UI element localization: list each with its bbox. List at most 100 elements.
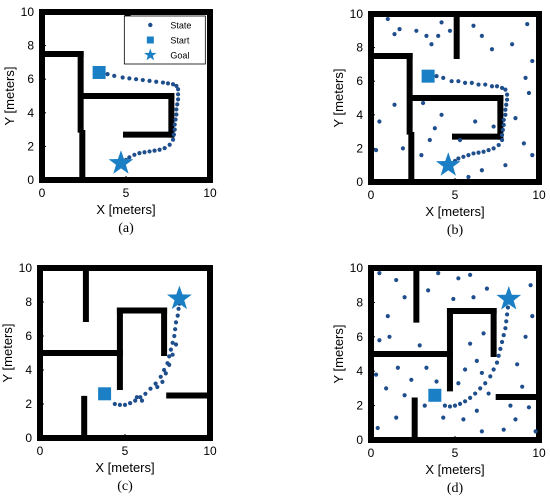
state-point bbox=[147, 149, 152, 154]
state-point bbox=[456, 156, 461, 161]
y-tick-label: 2 bbox=[25, 397, 32, 411]
legend-label: Start bbox=[170, 36, 190, 46]
state-point bbox=[476, 82, 481, 87]
goal-marker bbox=[108, 150, 134, 174]
state-point bbox=[513, 417, 518, 422]
state-point bbox=[133, 398, 138, 403]
state-point bbox=[478, 386, 483, 391]
state-point bbox=[469, 80, 474, 85]
state-point bbox=[373, 372, 379, 377]
panel-caption: (c) bbox=[117, 479, 133, 494]
state-point bbox=[494, 84, 500, 89]
state-point bbox=[142, 150, 147, 155]
state-point bbox=[447, 28, 453, 33]
y-tick-label: 10 bbox=[350, 7, 364, 21]
state-point bbox=[167, 142, 172, 147]
state-point bbox=[504, 92, 510, 97]
state-point bbox=[441, 415, 446, 420]
x-tick-label: 5 bbox=[122, 444, 129, 458]
state-point bbox=[521, 141, 526, 146]
state-point bbox=[402, 393, 407, 398]
state-point bbox=[162, 145, 167, 151]
state-point bbox=[173, 320, 179, 325]
state-point bbox=[503, 163, 508, 168]
state-point bbox=[419, 153, 424, 158]
y-tick-label: 4 bbox=[356, 364, 363, 378]
state-point bbox=[152, 148, 157, 153]
state-point bbox=[172, 127, 177, 132]
y-tick-label: 6 bbox=[27, 72, 34, 86]
state-point bbox=[504, 312, 510, 317]
state-point bbox=[462, 399, 468, 404]
state-point bbox=[420, 100, 426, 106]
y-axis-label: Y [meters] bbox=[0, 323, 15, 382]
y-tick-label: 4 bbox=[27, 106, 34, 120]
state-point bbox=[132, 152, 137, 157]
y-tick-label: 4 bbox=[356, 108, 363, 122]
state-point bbox=[479, 429, 484, 434]
state-point bbox=[451, 296, 456, 302]
y-axis-label: Y [meters] bbox=[331, 324, 346, 383]
x-axis-label: X [meters] bbox=[425, 204, 484, 219]
state-point bbox=[504, 97, 510, 102]
y-tick-label: 8 bbox=[25, 295, 32, 309]
x-axis-label: X [meters] bbox=[95, 460, 154, 475]
y-tick-label: 8 bbox=[356, 295, 363, 309]
state-point bbox=[501, 122, 506, 127]
state-point bbox=[139, 398, 145, 403]
state-point bbox=[510, 42, 515, 47]
state-point bbox=[491, 124, 496, 129]
x-tick-label: 0 bbox=[368, 446, 375, 460]
state-point bbox=[377, 338, 382, 343]
state-point bbox=[162, 367, 167, 373]
state-point bbox=[175, 97, 181, 102]
state-point bbox=[479, 168, 484, 173]
y-axis-label: Y [meters] bbox=[2, 66, 17, 125]
x-tick-label: 10 bbox=[203, 186, 217, 200]
state-point bbox=[452, 403, 458, 408]
state-point bbox=[172, 122, 177, 127]
legend-label: Goal bbox=[170, 51, 189, 61]
y-tick-label: 10 bbox=[19, 261, 33, 275]
state-point bbox=[499, 339, 505, 345]
state-point bbox=[432, 126, 437, 131]
state-point bbox=[503, 112, 508, 117]
state-point bbox=[520, 384, 525, 389]
state-point bbox=[120, 75, 125, 80]
y-tick-label: 8 bbox=[356, 41, 363, 55]
state-point bbox=[468, 395, 473, 400]
y-tick-label: 6 bbox=[25, 329, 32, 343]
state-point bbox=[395, 365, 400, 370]
legend-start-square bbox=[146, 36, 154, 44]
state-point bbox=[501, 117, 506, 122]
state-point bbox=[462, 367, 468, 372]
state-point bbox=[128, 401, 133, 406]
y-tick-label: 0 bbox=[27, 173, 34, 187]
state-point bbox=[439, 112, 444, 117]
state-point bbox=[499, 132, 505, 138]
state-point bbox=[160, 379, 165, 384]
state-point bbox=[175, 87, 181, 92]
state-point bbox=[486, 147, 491, 153]
state-point bbox=[503, 107, 508, 112]
y-axis-label: Y [meters] bbox=[331, 68, 346, 127]
state-point bbox=[483, 381, 488, 386]
state-point bbox=[481, 331, 486, 336]
state-point bbox=[491, 367, 496, 372]
y-tick-label: 2 bbox=[27, 139, 34, 153]
state-point bbox=[394, 277, 399, 283]
state-point bbox=[456, 276, 461, 281]
state-point bbox=[488, 374, 493, 379]
state-point bbox=[147, 78, 152, 83]
state-point bbox=[175, 102, 180, 107]
panel-caption: (a) bbox=[118, 221, 134, 236]
state-point bbox=[468, 341, 473, 346]
state-point bbox=[170, 340, 175, 345]
state-point bbox=[173, 327, 178, 332]
state-point bbox=[513, 116, 518, 121]
state-point bbox=[526, 405, 532, 410]
state-point bbox=[424, 33, 429, 38]
state-point bbox=[127, 155, 132, 160]
x-tick-label: 5 bbox=[452, 188, 459, 202]
